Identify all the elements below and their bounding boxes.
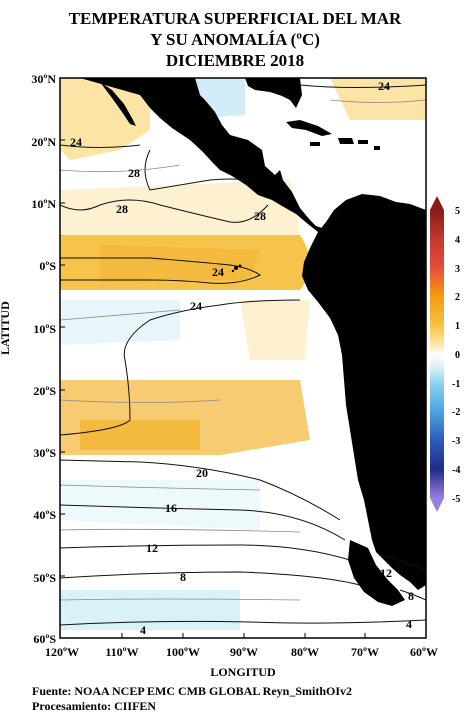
- colorbar-label: 5: [455, 206, 460, 217]
- lon-tick: 110ºW: [105, 645, 138, 659]
- contour-label: 28: [128, 166, 140, 180]
- latitude-tick-marks: [60, 139, 65, 577]
- contour-label: 12: [146, 541, 158, 555]
- longitude-tick-marks: [121, 633, 366, 638]
- sst-anomaly-field: [60, 78, 426, 630]
- x-axis-label: LONGITUD: [210, 665, 276, 679]
- lat-tick: 20ºN: [31, 135, 56, 149]
- sst-contours-gray: [60, 99, 426, 601]
- lon-tick: 100ºW: [166, 645, 200, 659]
- lat-tick: 10ºN: [31, 197, 56, 211]
- colorbar-label: -5: [452, 494, 460, 505]
- latitude-tick-labels: 30ºN 20ºN 10ºN 0ºS 10ºS 20ºS 30ºS 40ºS 5…: [31, 72, 56, 646]
- colorbar-top-arrow: [430, 196, 444, 210]
- contour-label: 24: [190, 299, 202, 313]
- lon-tick: 60ºW: [410, 645, 438, 659]
- lon-tick: 70ºW: [351, 645, 379, 659]
- lat-tick: 50ºS: [33, 571, 56, 585]
- contour-labels: 24 24 28 28 28 24 24 20 16 12 8 12 8 4 4: [70, 79, 414, 637]
- contour-label: 28: [116, 202, 128, 216]
- map-title-line2: Y SU ANOMALÍA (ºC): [150, 30, 320, 49]
- lat-tick: 10ºS: [33, 322, 56, 336]
- colorbar-label: 0: [455, 350, 460, 361]
- colorbar: 5 4 3 2 1 0 -1 -2 -3 -4 -5: [430, 196, 460, 512]
- contour-label: 8: [408, 589, 414, 603]
- lat-tick: 30ºS: [33, 446, 56, 460]
- sst-contours: [60, 84, 426, 626]
- y-axis-label: LATITUD: [0, 301, 12, 355]
- colorbar-label: -2: [452, 407, 460, 418]
- contour-label: 16: [165, 501, 177, 515]
- lat-tick: 0ºS: [39, 259, 56, 273]
- contour-label: 12: [380, 566, 392, 580]
- map-area: [60, 78, 426, 638]
- contour-label: 24: [378, 79, 390, 93]
- longitude-tick-labels: 120ºW 110ºW 100ºW 90ºW 80ºW 70ºW 60ºW: [45, 645, 438, 659]
- credits: Fuente: NOAA NCEP EMC CMB GLOBAL Reyn_Sm…: [32, 684, 352, 714]
- colorbar-label: -4: [452, 465, 460, 476]
- map-frame: [59, 77, 427, 639]
- contour-label: 4: [140, 623, 146, 637]
- contour-label: 28: [254, 209, 266, 223]
- colorbar-label: 4: [455, 235, 460, 246]
- contour-label: 4: [406, 617, 412, 631]
- lon-tick: 120ºW: [45, 645, 79, 659]
- contour-label: 24: [70, 135, 82, 149]
- colorbar-bottom-arrow: [430, 498, 444, 512]
- colorbar-label: 3: [455, 264, 460, 275]
- colorbar-labels: 5 4 3 2 1 0 -1 -2 -3 -4 -5: [452, 206, 460, 505]
- lon-tick: 90ºW: [230, 645, 258, 659]
- colorbar-label: 1: [455, 321, 460, 332]
- source-credit: Fuente: NOAA NCEP EMC CMB GLOBAL Reyn_Sm…: [32, 684, 353, 698]
- map-title-line1: TEMPERATURA SUPERFICIAL DEL MAR: [68, 9, 402, 28]
- colorbar-label: -3: [452, 436, 460, 447]
- lat-tick: 60ºS: [33, 632, 56, 646]
- lon-tick: 80ºW: [291, 645, 319, 659]
- processing-credit: Procesamiento: CIIFEN: [32, 699, 157, 713]
- land-masses: [80, 78, 426, 606]
- map-title-line3: DICIEMBRE 2018: [165, 51, 305, 70]
- colorbar-label: -1: [452, 379, 460, 390]
- colorbar-label: 2: [455, 292, 460, 303]
- contour-label: 24: [212, 265, 224, 279]
- colorbar-gradient: [430, 210, 444, 498]
- contour-label: 20: [196, 466, 208, 480]
- lat-tick: 20ºS: [33, 384, 56, 398]
- lat-tick: 30ºN: [31, 72, 56, 86]
- contour-label: 8: [180, 570, 186, 584]
- lat-tick: 40ºS: [33, 508, 56, 522]
